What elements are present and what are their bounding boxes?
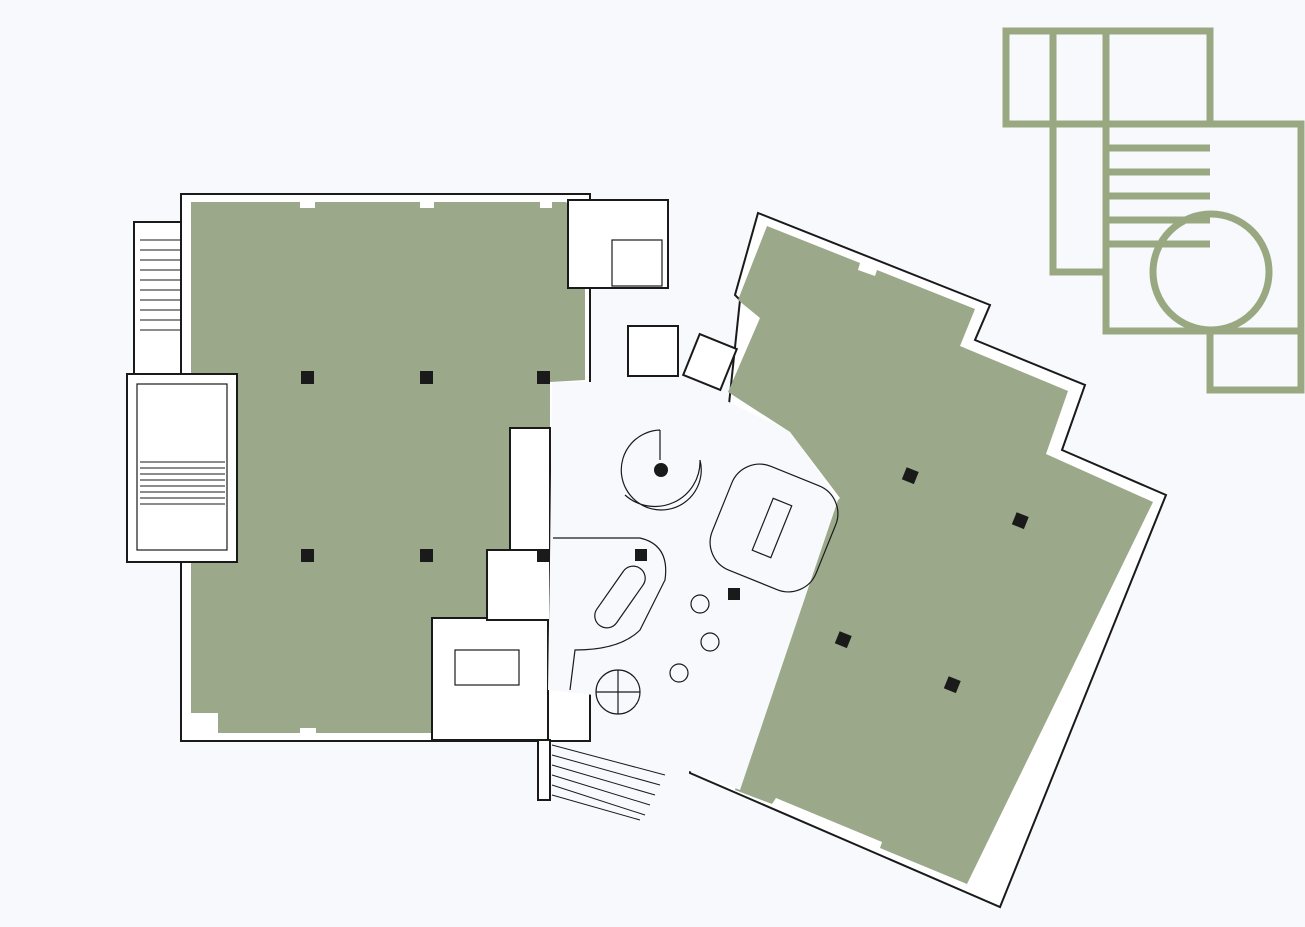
left-wing bbox=[126, 193, 669, 742]
elevators bbox=[509, 427, 551, 551]
shaft bbox=[627, 325, 679, 377]
geometric-logo bbox=[1002, 27, 1305, 394]
column bbox=[635, 549, 647, 561]
revolving-door bbox=[595, 669, 641, 715]
lounge-zone bbox=[553, 537, 667, 691]
shaft bbox=[681, 332, 739, 392]
restroom-stall bbox=[611, 239, 663, 287]
entrance-wall bbox=[537, 739, 551, 801]
column bbox=[728, 588, 740, 600]
restrooms bbox=[567, 199, 669, 289]
atrium-floor bbox=[548, 370, 838, 790]
right-office-area bbox=[728, 226, 1153, 884]
exterior-stair bbox=[133, 221, 182, 375]
stair-core bbox=[136, 383, 228, 551]
conference-table bbox=[751, 497, 793, 559]
spiral-staircase bbox=[620, 429, 702, 511]
entrance-steps bbox=[551, 744, 666, 821]
right-wing bbox=[688, 211, 1168, 909]
meeting-room bbox=[431, 617, 549, 741]
conference-room bbox=[709, 463, 839, 593]
cafe-tables bbox=[669, 594, 720, 683]
columns-left bbox=[301, 371, 550, 562]
meeting-table bbox=[454, 649, 520, 686]
plant-icon bbox=[654, 463, 668, 477]
atrium bbox=[537, 325, 839, 821]
exterior-stair-treads bbox=[140, 239, 181, 331]
lounge-table bbox=[594, 565, 646, 629]
columns-right bbox=[834, 467, 1029, 694]
stair-treads bbox=[140, 461, 225, 505]
